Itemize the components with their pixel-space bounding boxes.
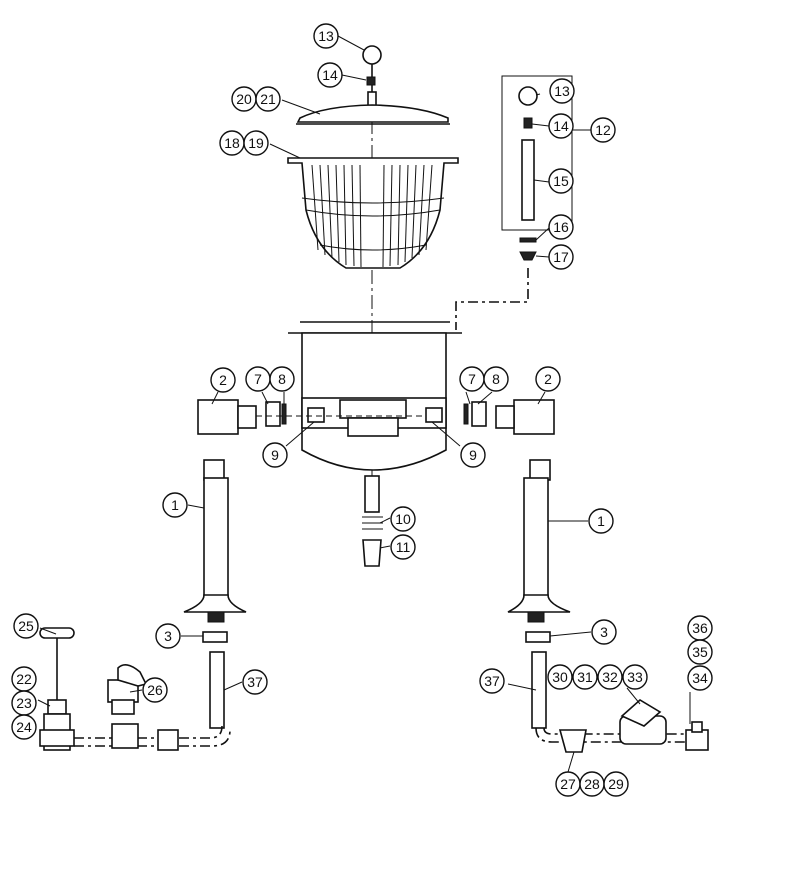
svg-text:37: 37 — [484, 673, 500, 689]
svg-text:12: 12 — [595, 122, 611, 138]
callout-36: 36 — [687, 615, 713, 641]
left-fittings — [183, 399, 446, 729]
callout-21: 21 — [255, 86, 281, 112]
callout-37-left: 37 — [242, 669, 268, 695]
svg-text:1: 1 — [597, 513, 605, 529]
callout-32: 32 — [597, 664, 623, 690]
svg-text:17: 17 — [553, 249, 569, 265]
svg-text:18: 18 — [224, 135, 240, 151]
right-fittings — [425, 399, 571, 729]
svg-text:23: 23 — [16, 695, 32, 711]
svg-text:33: 33 — [627, 669, 643, 685]
svg-text:16: 16 — [553, 219, 569, 235]
callout-10: 10 — [390, 506, 416, 532]
svg-text:36: 36 — [692, 620, 708, 636]
svg-text:8: 8 — [492, 371, 500, 387]
callout-14: 14 — [317, 62, 343, 88]
svg-text:37: 37 — [247, 674, 263, 690]
leader-dash — [455, 268, 529, 330]
callout-24: 24 — [11, 714, 37, 740]
svg-text:1: 1 — [171, 497, 179, 513]
callout-28: 28 — [579, 771, 605, 797]
callout-2-left: 2 — [210, 367, 236, 393]
svg-text:9: 9 — [469, 447, 477, 463]
callout-27: 27 — [555, 771, 581, 797]
callout-25: 25 — [13, 613, 39, 639]
svg-text:20: 20 — [236, 91, 252, 107]
callout-13: 13 — [313, 23, 339, 49]
svg-text:2: 2 — [544, 371, 552, 387]
callout-29: 29 — [603, 771, 629, 797]
callout-35: 35 — [687, 639, 713, 665]
svg-text:26: 26 — [147, 682, 163, 698]
callout-13-kit: 13 — [549, 78, 575, 104]
svg-text:8: 8 — [278, 371, 286, 387]
svg-text:2: 2 — [219, 372, 227, 388]
callout-12: 12 — [590, 117, 616, 143]
kettle — [288, 321, 462, 567]
svg-text:3: 3 — [600, 624, 608, 640]
svg-text:35: 35 — [692, 644, 708, 660]
basket — [287, 157, 459, 269]
svg-text:29: 29 — [608, 776, 624, 792]
drain-kit-box — [501, 75, 573, 261]
callout-15: 15 — [548, 168, 574, 194]
left-piping — [39, 627, 231, 751]
callout-8-right: 8 — [483, 366, 509, 392]
svg-text:25: 25 — [18, 618, 34, 634]
callout-9-right: 9 — [460, 442, 486, 468]
svg-text:24: 24 — [16, 719, 32, 735]
svg-text:34: 34 — [692, 670, 708, 686]
svg-text:7: 7 — [254, 371, 262, 387]
callout-3-left: 3 — [155, 623, 181, 649]
svg-text:21: 21 — [260, 91, 276, 107]
svg-text:13: 13 — [554, 83, 570, 99]
callout-1-left: 1 — [162, 492, 188, 518]
callout-23: 23 — [11, 690, 37, 716]
svg-text:27: 27 — [560, 776, 576, 792]
svg-text:22: 22 — [16, 671, 32, 687]
svg-text:13: 13 — [318, 28, 334, 44]
svg-text:3: 3 — [164, 628, 172, 644]
svg-text:15: 15 — [553, 173, 569, 189]
right-piping — [535, 699, 709, 753]
svg-text:32: 32 — [602, 669, 618, 685]
callout-33: 33 — [622, 664, 648, 690]
knob-top — [362, 45, 382, 109]
callout-3-right: 3 — [591, 619, 617, 645]
svg-text:14: 14 — [553, 118, 569, 134]
svg-text:14: 14 — [322, 67, 338, 83]
callout-34: 34 — [687, 665, 713, 691]
callout-26: 26 — [142, 677, 168, 703]
callout-7-left: 7 — [245, 366, 271, 392]
callout-30: 30 — [547, 664, 573, 690]
callout-20: 20 — [231, 86, 257, 112]
callout-9-left: 9 — [262, 442, 288, 468]
callout-7-right: 7 — [459, 366, 485, 392]
callout-17: 17 — [548, 244, 574, 270]
leader-lines — [37, 35, 691, 773]
lid — [296, 104, 450, 125]
callout-14-kit: 14 — [548, 113, 574, 139]
svg-text:31: 31 — [577, 669, 593, 685]
svg-text:30: 30 — [552, 669, 568, 685]
callout-8-left: 8 — [269, 366, 295, 392]
svg-text:28: 28 — [584, 776, 600, 792]
svg-text:11: 11 — [396, 539, 411, 555]
callout-16: 16 — [548, 214, 574, 240]
svg-text:7: 7 — [468, 371, 476, 387]
callout-18: 18 — [219, 130, 245, 156]
callout-37-right: 37 — [479, 668, 505, 694]
svg-text:19: 19 — [248, 135, 264, 151]
callout-19: 19 — [243, 130, 269, 156]
callout-11: 11 — [390, 534, 416, 560]
callout-2-right: 2 — [535, 366, 561, 392]
callout-22: 22 — [11, 666, 37, 692]
callout-31: 31 — [572, 664, 598, 690]
svg-text:10: 10 — [395, 511, 411, 527]
svg-text:9: 9 — [271, 447, 279, 463]
callout-1-right: 1 — [588, 508, 614, 534]
